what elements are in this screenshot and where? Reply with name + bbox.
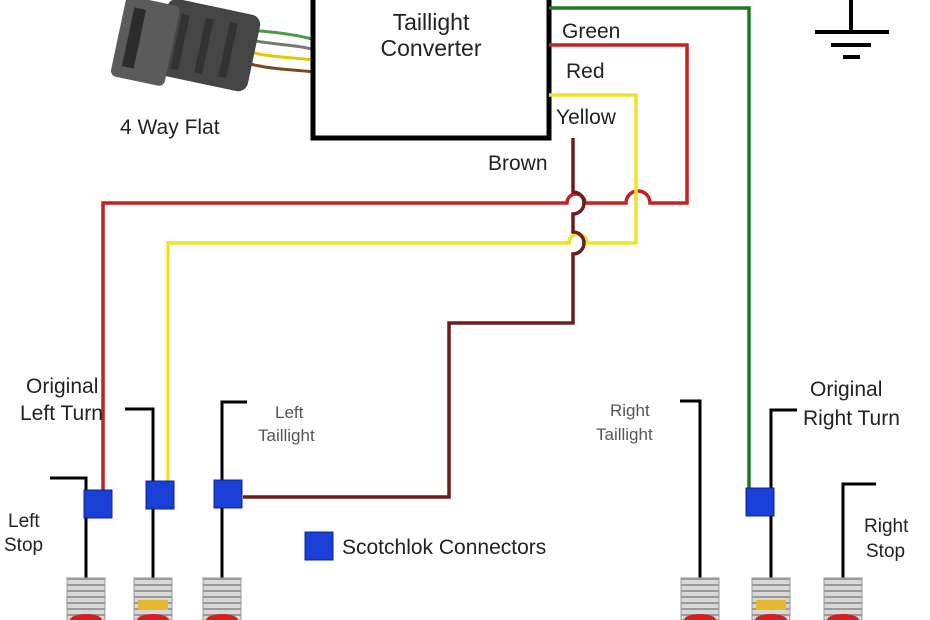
taillight-converter-box	[310, 0, 552, 141]
four-way-flat-plug	[110, 0, 316, 92]
right-turn-label-line2: Right Turn	[803, 407, 900, 430]
left-stop-bulb	[66, 577, 106, 620]
yellow-wire	[166, 93, 638, 483]
left-turn-bulb	[133, 577, 173, 620]
brown-wire	[243, 138, 586, 499]
converter-title-line1: Taillight	[393, 9, 470, 35]
left-taillight-label-line1: Left	[275, 403, 304, 422]
brown-wire-label: Brown	[488, 152, 548, 175]
right-stop-label-line2: Stop	[866, 541, 905, 562]
scotchlok-connector-left-stop	[83, 489, 113, 519]
plug-label: 4 Way Flat	[120, 116, 220, 139]
legend-connector-swatch	[304, 531, 334, 561]
converter-title-line2: Converter	[381, 35, 482, 61]
ground-icon	[815, 0, 889, 59]
scotchlok-connector-right-turn	[745, 487, 775, 517]
right-turn-label-line1: Original	[810, 378, 882, 401]
green-wire-label: Green	[562, 20, 620, 43]
legend-label: Scotchlok Connectors	[342, 536, 546, 559]
scotchlok-connector-left-turn	[145, 480, 175, 510]
right-taillight-label-line2: Taillight	[596, 425, 653, 444]
scotchlok-connector-left-taillight	[213, 479, 243, 509]
left-turn-label-line2: Left Turn	[20, 402, 103, 425]
right-taillight-label-line1: Right	[610, 401, 650, 420]
green-wire	[549, 6, 751, 490]
red-wire	[101, 43, 689, 492]
right-turn-bulb	[751, 577, 791, 620]
right-stop-bulb	[823, 577, 863, 620]
left-taillight-bulb	[202, 577, 242, 620]
right-leads	[680, 399, 876, 578]
left-leads	[50, 400, 247, 578]
left-stop-label-line2: Stop	[4, 535, 43, 556]
left-stop-label-line1: Left	[8, 511, 40, 532]
red-wire-label: Red	[566, 60, 605, 83]
right-taillight-bulb	[680, 577, 720, 620]
left-turn-label-line1: Original	[26, 375, 98, 398]
left-taillight-label-line2: Taillight	[258, 426, 315, 445]
right-stop-label-line1: Right	[864, 516, 909, 537]
yellow-wire-label: Yellow	[556, 106, 617, 129]
